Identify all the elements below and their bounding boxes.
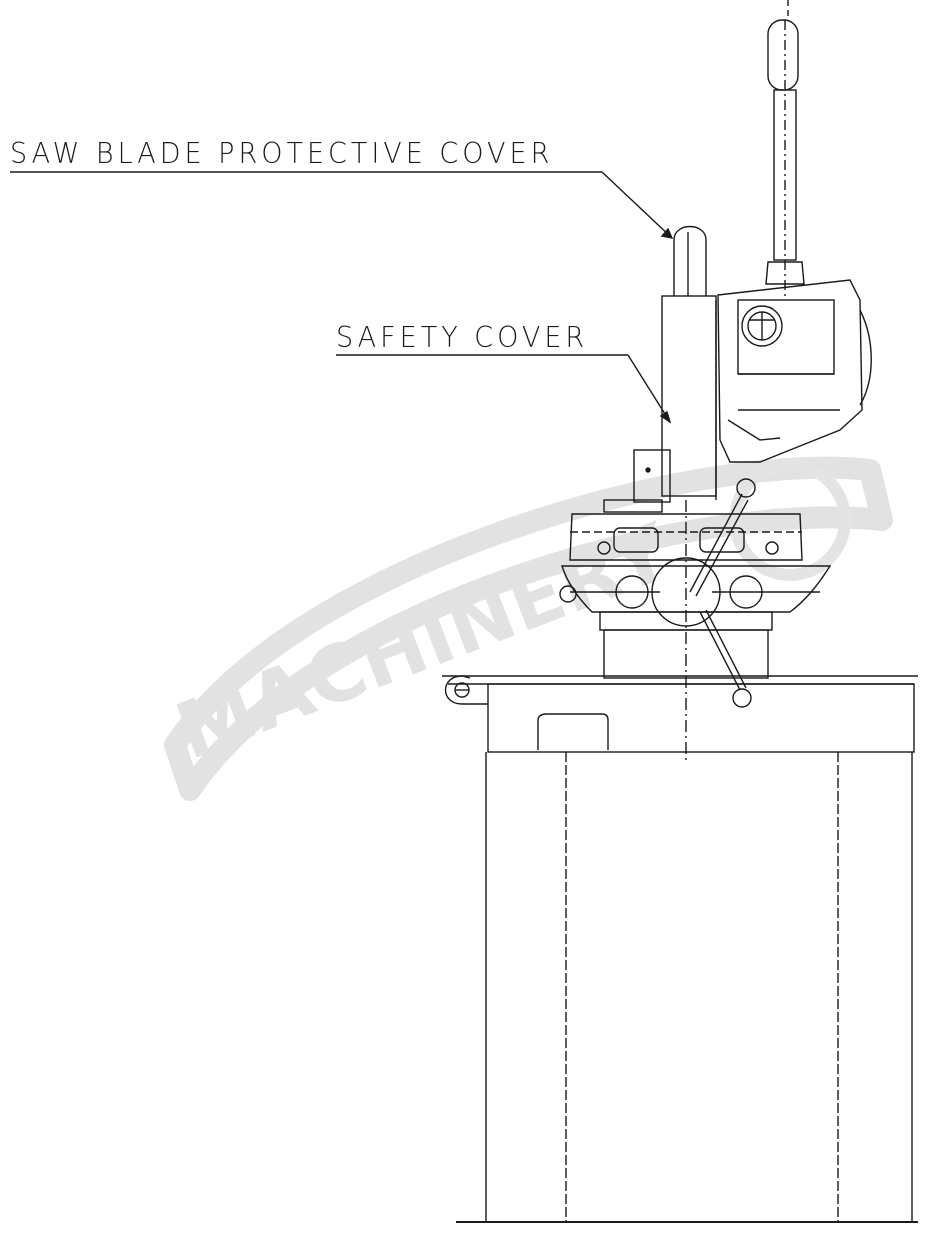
handle bbox=[765, 0, 805, 300]
saw-blade-protective-cover-label: SAW BLADE PROTECTIVE COVER bbox=[10, 138, 554, 171]
machine-base bbox=[442, 675, 918, 1223]
watermark-text: MACHINERY bbox=[165, 507, 684, 778]
vise-assembly bbox=[559, 478, 832, 760]
gauge-icon bbox=[741, 305, 783, 347]
motor-head bbox=[717, 279, 872, 463]
safety-cover-label: SAFETY COVER bbox=[336, 322, 589, 355]
label-leaders bbox=[10, 171, 674, 424]
safety-cover-shape bbox=[633, 295, 717, 503]
saw-blade-cover-shape bbox=[673, 225, 707, 296]
machine-outline bbox=[10, 0, 918, 1223]
